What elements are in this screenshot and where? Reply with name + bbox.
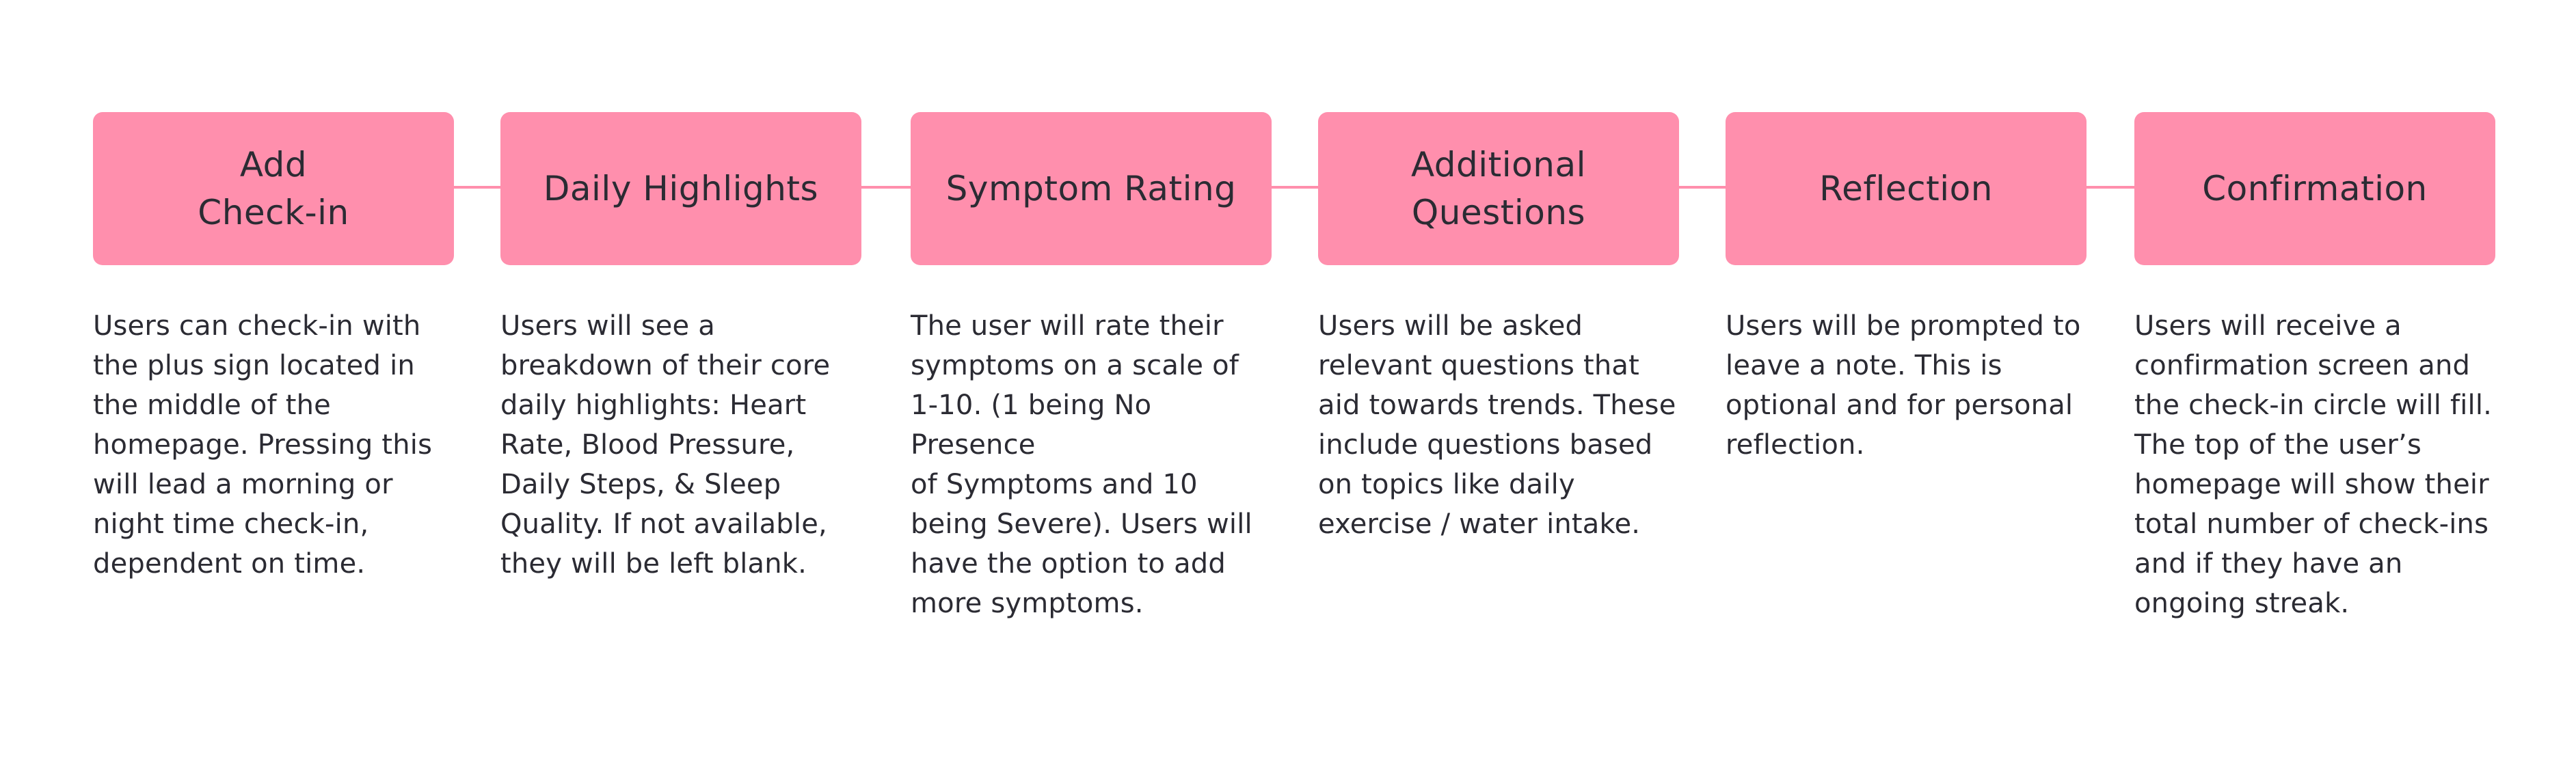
connector-3-4 — [1269, 186, 1318, 189]
step-title: Confirmation — [2202, 169, 2428, 208]
step-title: Add Check-in — [198, 145, 349, 232]
step-title: Symptom Rating — [945, 169, 1237, 208]
connector-1-2 — [451, 186, 500, 189]
step-box: Additional Questions — [1318, 112, 1679, 265]
step-description: Users will be asked relevant questions t… — [1318, 310, 1676, 540]
step-description: Users can check-in with the plus sign lo… — [93, 310, 433, 580]
connector-4-5 — [1676, 186, 1726, 189]
step-box: Add Check-in — [93, 112, 454, 265]
step-title: Daily Highlights — [543, 169, 819, 208]
connector-2-3 — [859, 186, 911, 189]
step-title: Additional Questions — [1410, 145, 1586, 232]
step-description: Users will see a breakdown of their core… — [500, 310, 831, 580]
step-box: Daily Highlights — [500, 112, 861, 265]
step-box: Confirmation — [2134, 112, 2495, 265]
step-box: Reflection — [1726, 112, 2087, 265]
connector-5-6 — [2084, 186, 2134, 189]
step-box: Symptom Rating — [911, 112, 1272, 265]
step-description: Users will receive a confirmation screen… — [2134, 310, 2493, 619]
step-description: The user will rate their symptoms on a s… — [911, 310, 1252, 619]
step-description: Users will be prompted to leave a note. … — [1726, 310, 2081, 461]
step-title: Reflection — [1819, 169, 1993, 208]
